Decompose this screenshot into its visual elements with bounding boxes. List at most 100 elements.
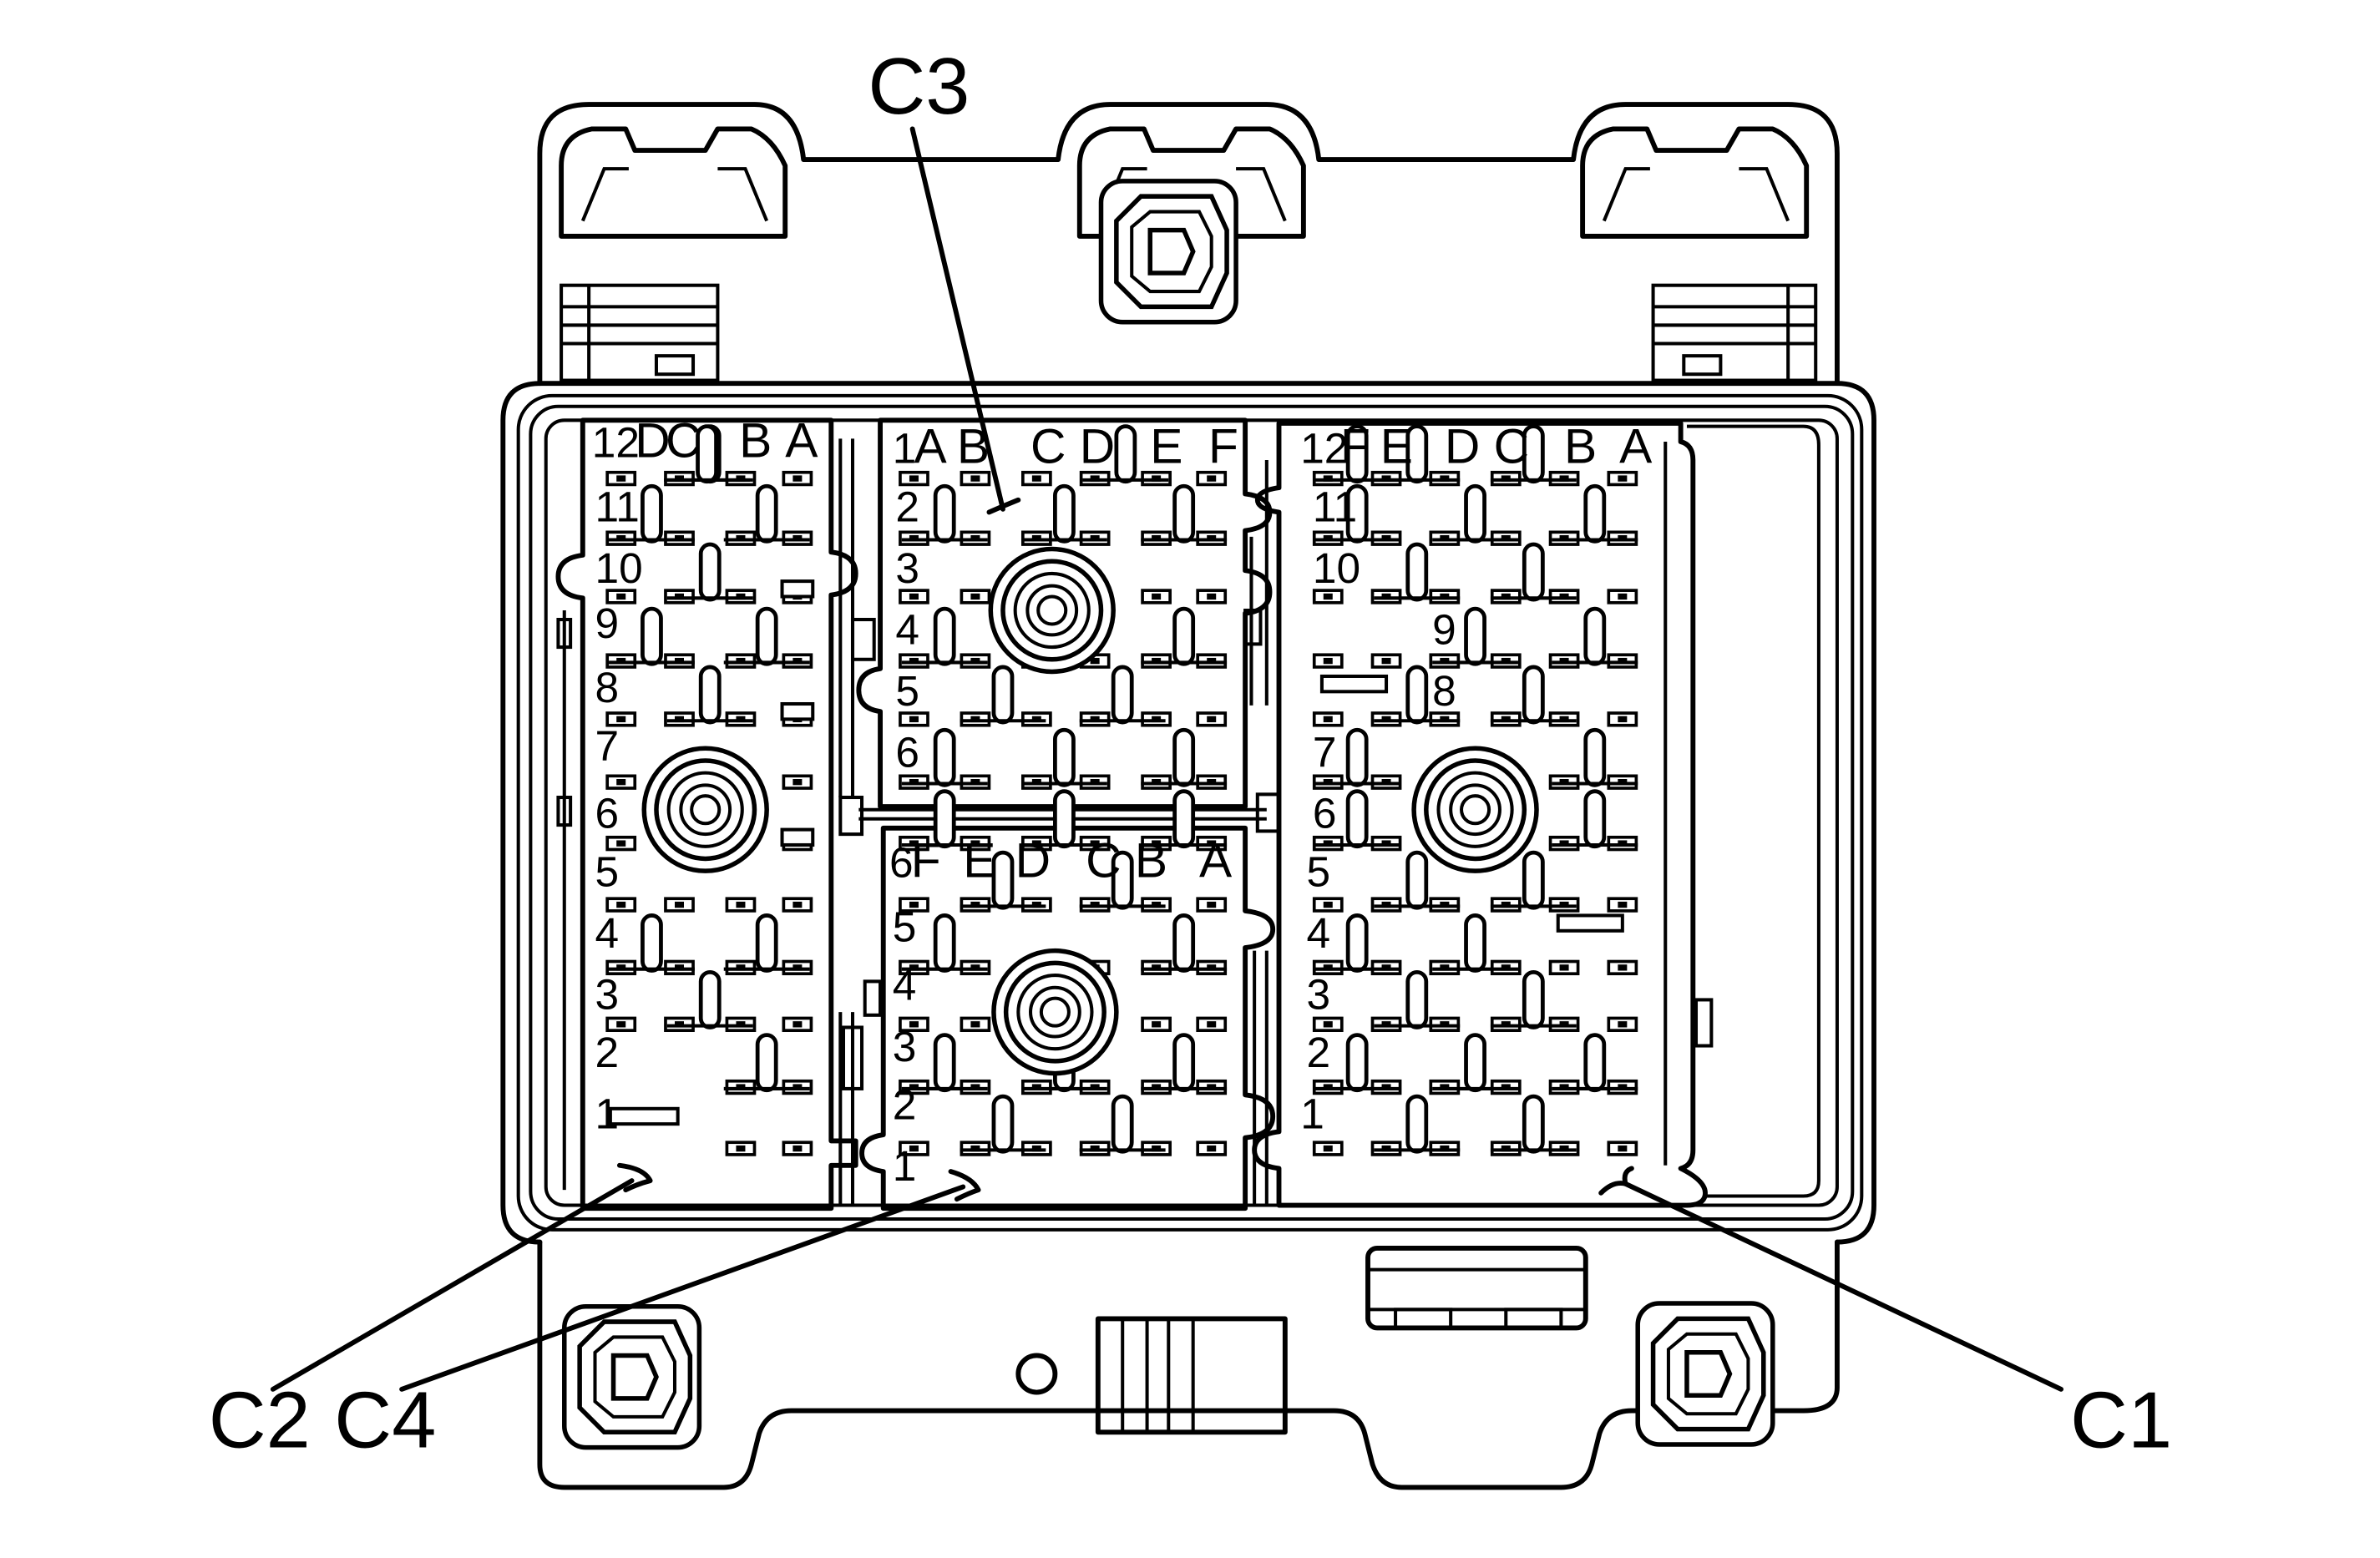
pad-contact [1618,475,1628,482]
terminal-pad [605,897,637,913]
pin-label: 4 [595,908,620,957]
pad-contact [970,475,980,482]
bolt-ring [1013,571,1091,650]
bottom-center-latch [1365,1245,1588,1331]
terminal-post [1583,789,1607,849]
pad-contact [616,779,626,786]
terminal-post [991,665,1015,725]
pin-label: 10 [595,544,643,592]
pad-contact [909,1021,919,1028]
bottom-slot [1095,1316,1288,1435]
pin-label: C [1086,834,1121,888]
pin-label: 11 [595,482,640,530]
terminal-pad [899,711,929,727]
pin-label: 6 [1313,789,1337,837]
pin-label: E [1150,420,1182,474]
terminal-post [698,969,722,1029]
pad-contact [1152,1021,1162,1028]
terminal-post [1583,483,1607,544]
terminal-pad [1196,470,1228,487]
terminal-pad [1312,711,1344,727]
pad-contact [1618,964,1628,971]
bolt-ring [1449,783,1501,837]
pin-label: 6 [889,838,914,887]
mounting-clip [562,1303,702,1450]
terminal-pad [782,897,813,913]
pad-contact [1207,475,1217,482]
terminal-post [1053,789,1076,849]
terminal-post [1464,1033,1486,1093]
pin-label: 7 [595,721,620,770]
terminal-pad [960,1016,991,1032]
bolt-ring [1036,594,1068,626]
pin-label: A [1619,420,1653,474]
terminal-post [933,913,956,973]
bolt-ring [690,794,722,826]
terminal-pad [1196,589,1228,604]
pin-label: D [635,413,670,468]
terminal-pad [1312,653,1344,669]
terminal-post [1345,727,1369,787]
callout-leaders [270,126,2064,1392]
terminal-pad [605,774,637,790]
pin-label: 7 [1313,727,1337,776]
terminal-pad [605,1016,637,1032]
terminal-post [1522,969,1545,1029]
bolt-ring [1039,996,1071,1028]
left-rib-block [560,283,720,382]
center-bolt [988,546,1116,675]
pad-contact [909,1145,919,1152]
pad-contact [792,1021,803,1028]
terminal-post [1522,542,1545,602]
terminal-pad [782,1016,813,1032]
pad-contact [616,840,626,847]
pad-contact [1323,593,1333,600]
terminal-post [1583,727,1607,787]
center-bolt [641,746,769,873]
center-bolts [641,546,1539,1076]
terminal-pad [1607,897,1638,913]
pad-contact [792,779,803,786]
terminal-post [933,483,956,544]
terminal-pad [782,774,813,790]
terminal-post [755,1033,778,1093]
pin-label: 10 [1313,544,1360,592]
terminal-post [1464,606,1486,666]
terminal-post [1464,913,1486,973]
clip-core [1684,1350,1733,1398]
bolt-ring [988,546,1116,675]
pad-contact [674,901,685,908]
pin-label: 4 [1307,908,1331,957]
clip-inner [1130,210,1213,294]
terminal-post [1405,850,1429,910]
pin-label: 11 [1313,482,1357,530]
terminal-pad [782,470,813,487]
pad-contact [909,716,919,723]
pin-label: A [1199,834,1233,888]
terminal-pad [1196,897,1228,913]
pin-label: C [1494,420,1529,474]
clip-inner [593,1335,677,1419]
terminal-post [1172,789,1196,849]
terminal-post [1172,606,1196,666]
pin-label: 2 [595,1028,620,1076]
bolt-ring [1025,584,1079,637]
locator-hole [1015,1353,1058,1395]
bolt-ring [1000,559,1104,662]
terminal-post [641,913,663,973]
pin-label: 3 [595,969,620,1018]
terminal-pad [725,897,757,913]
pin-label: D [1445,420,1480,474]
terminal-pad [1370,653,1402,669]
callout-c1: C1 [2070,1377,2172,1465]
terminal-post [1053,483,1076,544]
pin-label: 2 [893,1080,917,1129]
pin-label: 12 [592,417,640,466]
terminal-post [991,850,1015,910]
pad-contact [616,901,626,908]
pin-label: 4 [895,604,919,653]
housing-outline [500,102,1876,1490]
terminal-pad [1607,1016,1638,1032]
terminal-cavities [605,424,1638,1156]
pin-label: 4 [893,960,917,1009]
